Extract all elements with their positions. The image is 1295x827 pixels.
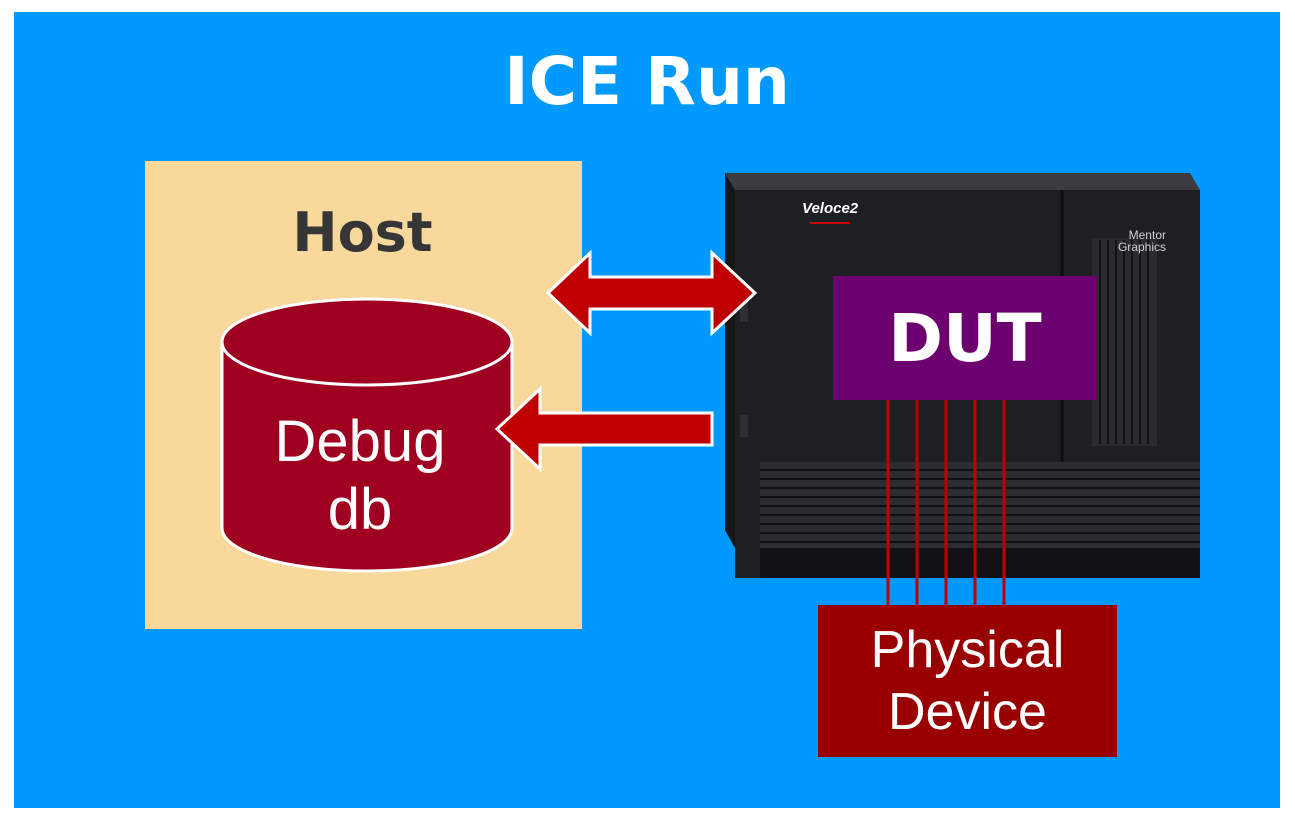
- dut-label: DUT: [888, 299, 1042, 377]
- veloce-brand-label: Veloce2: [802, 200, 859, 217]
- debug-db-cylinder: [220, 297, 514, 573]
- host-emulator-double-arrow: [545, 249, 758, 337]
- slide-title: ICE Run: [504, 43, 790, 120]
- debug-db-label: Debug db: [210, 408, 510, 544]
- mentor-logo-line1: Mentor: [1128, 228, 1166, 242]
- physical-device-line1: Physical: [870, 621, 1065, 679]
- mentor-logo-line2: Graphics: [1117, 240, 1166, 254]
- emulator-cabinet: [725, 173, 1200, 578]
- debug-db-line2: db: [327, 477, 393, 542]
- mentor-graphics-logo: Mentor Graphics: [1110, 229, 1166, 253]
- physical-device-line2: Device: [888, 683, 1047, 741]
- dut-box: DUT: [833, 276, 1097, 400]
- physical-device-box: Physical Device: [818, 605, 1117, 757]
- host-label: Host: [292, 201, 433, 264]
- emulator-to-db-arrow: [494, 385, 714, 473]
- debug-db-line1: Debug: [274, 409, 446, 474]
- dut-device-wires: [886, 400, 1006, 606]
